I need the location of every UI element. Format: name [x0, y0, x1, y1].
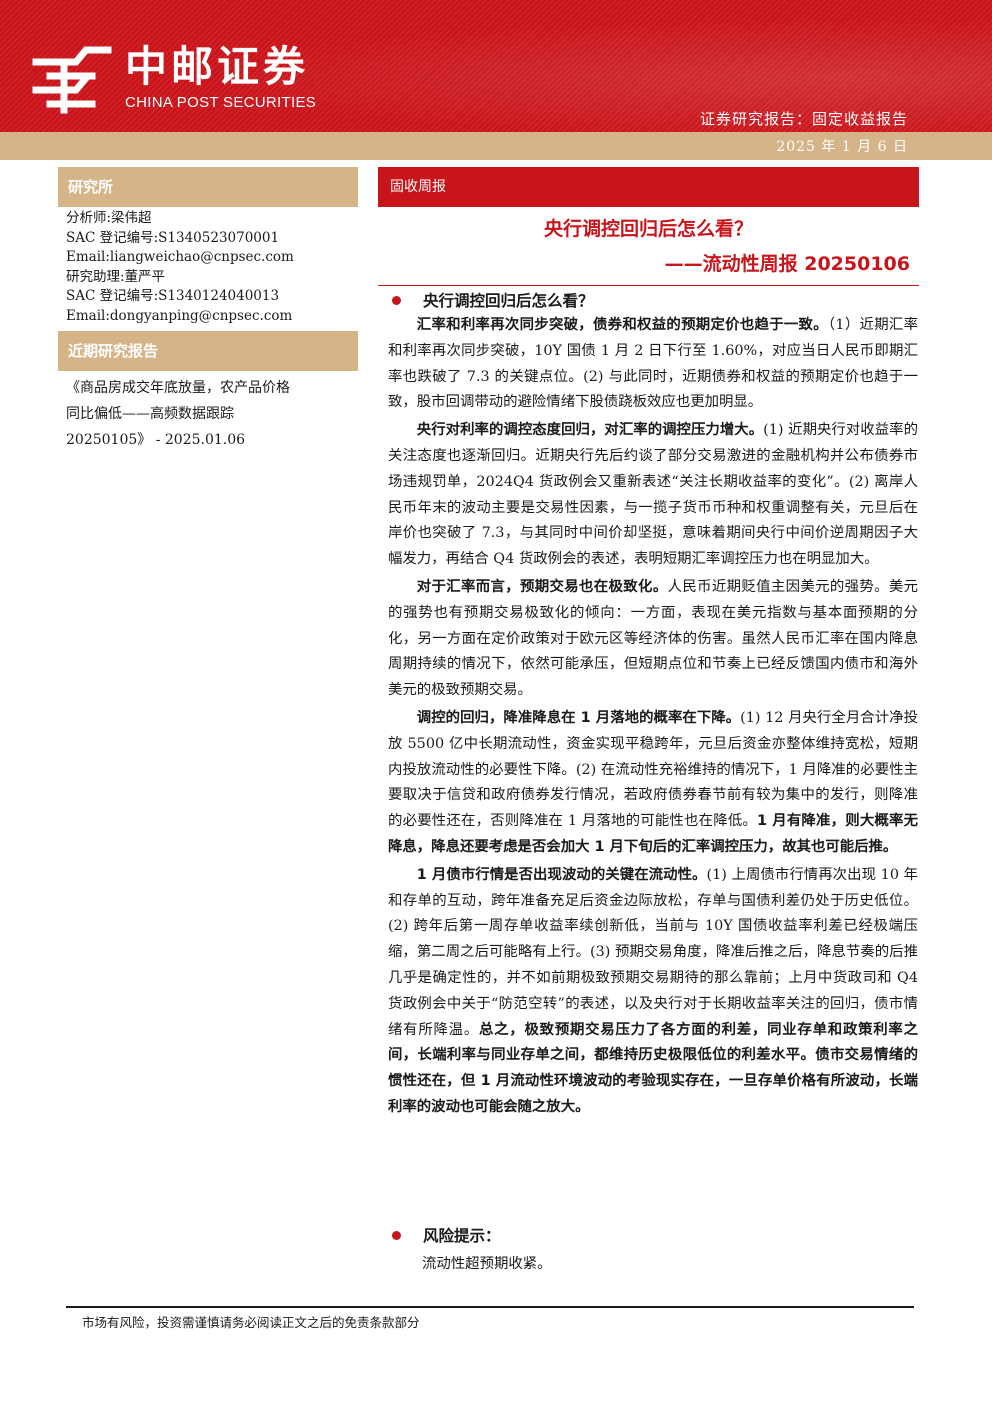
- footer-disclaimer: 市场有风险，投资需谨慎请务必阅读正文之后的免责条款部分: [82, 1315, 420, 1330]
- section-heading-risk: 风险提示：: [388, 1224, 918, 1248]
- paragraph-text: (1) 上周债市行情再次出现 10 年和存单的互动，跨年准备充足后资金边际放松，…: [388, 866, 919, 1038]
- analyst-sac-number: SAC 登记编号:S1340523070001: [66, 229, 280, 246]
- category-bar: 固收周报: [378, 167, 919, 207]
- recent-report-line: 20250105》 - 2025.01.06: [66, 432, 246, 448]
- section-heading-main: 央行调控回归后怎么看？: [388, 289, 918, 313]
- footer-divider: [66, 1306, 914, 1308]
- risk-title: 风险提示：: [423, 1227, 501, 1245]
- analyst-name: 分析师:梁伟超: [66, 210, 152, 226]
- risk-text: 流动性超预期收紧。: [422, 1256, 552, 1272]
- paragraph-text: （1）近期汇率和利率再次同步突破，10Y 国债 1 月 2 日下行至 1.60%…: [388, 317, 918, 411]
- paragraph-lead: 对于汇率而言，预期交易也在极致化。: [416, 578, 668, 595]
- paragraph-text: (1) 近期央行对收益率的关注态度也逐渐回归。近期央行先后约谈了部分交易激进的金…: [388, 422, 918, 568]
- bullet-dot-icon: [392, 296, 401, 305]
- report-body: 汇率和利率再次同步突破，债券和权益的预期定价也趋于一致。（1）近期汇率和利率再次…: [388, 313, 918, 1123]
- paragraph-lead: 汇率和利率再次同步突破，债券和权益的预期定价也趋于一致。: [416, 317, 828, 333]
- analyst-email[interactable]: Email:liangweichao@cnpsec.com: [66, 249, 294, 265]
- paragraph: 调控的回归，降准降息在 1 月落地的概率在下降。(1) 12 月央行全月合计净投…: [388, 706, 918, 861]
- paragraph: 1 月债市行情是否出现波动的关键在流动性。(1) 上周债市行情再次出现 10 年…: [388, 863, 918, 1121]
- date-bar: 2025 年 1 月 6 日: [0, 132, 992, 160]
- paragraph: 央行对利率的调控态度回归，对汇率的调控压力增大。(1) 近期央行对收益率的关注态…: [388, 418, 918, 573]
- paragraph-text: 人民币近期贬值主因美元的强势。美元的强势也有预期交易极致化的倾向：一方面，表现在…: [388, 578, 918, 699]
- report-title: 央行调控回归后怎么看？: [543, 218, 753, 240]
- paragraph: 汇率和利率再次同步突破，债券和权益的预期定价也趋于一致。（1）近期汇率和利率再次…: [388, 313, 918, 416]
- header-texture: [0, 0, 992, 132]
- assistant-sac-number: SAC 登记编号:S1340124040013: [66, 288, 280, 304]
- assistant-email[interactable]: Email:dongyanping@cnpsec.com: [66, 307, 293, 324]
- report-subtitle: ——流动性周报 20250106: [664, 253, 910, 275]
- recent-report-link[interactable]: 《商品房成交年底放量，农产品价格 同比偏低——高频数据跟踪 20250105》 …: [66, 375, 356, 453]
- analyst-info: 分析师:梁伟超 SAC 登记编号:S1340523070001 Email:li…: [66, 209, 356, 326]
- brand-name-en: CHINA POST SECURITIES: [125, 94, 317, 111]
- paragraph-lead: 调控的回归，降准降息在 1 月落地的概率在下降。: [416, 709, 741, 726]
- report-date: 2025 年 1 月 6 日: [776, 139, 908, 155]
- recent-report-line: 同比偏低——高频数据跟踪: [66, 406, 234, 422]
- section-title: 央行调控回归后怎么看？: [423, 292, 594, 310]
- paragraph-tail: 总之，极致预期交易压力了各方面的利差，同业存单和政策利率之间，长端利率与同业存单…: [388, 1021, 918, 1115]
- paragraph-lead: 央行对利率的调控态度回归，对汇率的调控压力增大。: [416, 422, 764, 439]
- paragraph: 对于汇率而言，预期交易也在极致化。人民币近期贬值主因美元的强势。美元的强势也有预…: [388, 575, 918, 704]
- paragraph-tail: 1 月有降准，则大概率无降息，降息还要考虑是否会加大 1 月下旬后的汇率调控压力…: [388, 813, 918, 855]
- paragraph-text: (1) 12 月央行全月合计净投放 5500 亿中长期流动性，资金实现平稳跨年，…: [388, 709, 918, 830]
- report-type-label: 证券研究报告：固定收益报告: [699, 110, 908, 128]
- title-divider: [378, 285, 919, 286]
- recent-report-line: 《商品房成交年底放量，农产品价格: [66, 380, 290, 396]
- assistant-name: 研究助理:董严平: [66, 268, 166, 285]
- bullet-dot-icon: [392, 1231, 401, 1240]
- header-banner: 中邮证券 CHINA POST SECURITIES 证券研究报告：固定收益报告: [0, 0, 992, 132]
- china-post-logo-icon: [32, 46, 112, 114]
- recent-reports-header: 近期研究报告: [58, 331, 358, 371]
- paragraph-lead: 1 月债市行情是否出现波动的关键在流动性。: [416, 866, 707, 883]
- brand-name-cn: 中邮证券: [125, 42, 310, 91]
- research-institute-header: 研究所: [58, 167, 358, 207]
